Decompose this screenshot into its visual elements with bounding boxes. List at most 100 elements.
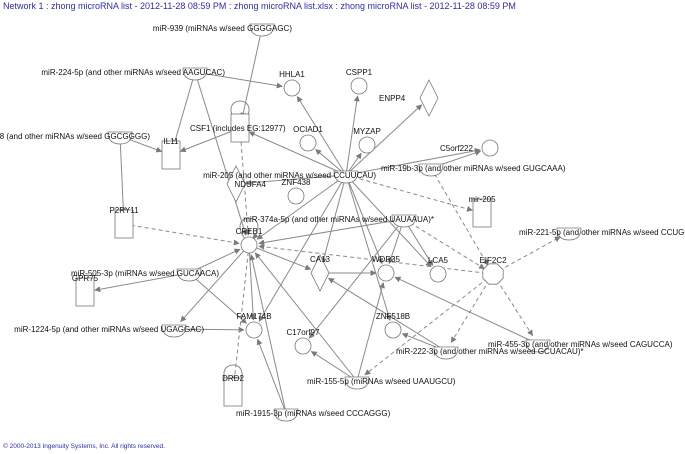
node-mir205[interactable]: miR-205 (and other miRNAs w/seed CCUUCAU… [203,170,376,184]
node-label-p2ry11: P2RY11 [109,206,139,215]
edge-mir205-creb1 [256,174,347,240]
node-label-mir205: miR-205 (and other miRNAs w/seed CCUUCAU… [203,171,376,180]
node-mir19b[interactable]: miR-19b-3p (and other miRNAs w/seed GUGC… [381,163,566,177]
node-shape-mir155 [344,376,370,390]
edge-mir205-enpp4 [345,104,423,176]
node-shape-mir374 [391,214,417,228]
edge-eif2c2-mir222 [450,273,494,343]
node-shape-eif2c2 [482,263,504,285]
node-ndufa4[interactable]: NDUFA4 [226,165,267,203]
edge-mir374-eif2c2 [403,218,486,270]
node-mir224[interactable]: miR-224-5p (and other miRNAs w/seed AAGU… [41,67,225,81]
edge-mir155-c17orf97 [310,351,358,382]
node-label-mir222: miR-222-3p (and other miRNAs w/seed GCUA… [396,347,584,356]
node-mir155[interactable]: miR-155-5p (miRNAs w/seed UAAUGCU) [307,376,456,390]
edge-mir224-il11 [172,71,196,146]
node-shape-ociad1 [299,134,317,152]
edge-mir205-c5orf22 [345,147,481,176]
node-c5orf22[interactable]: C5orf222 [440,139,499,157]
node-label-eif2c2: EIF2C2 [479,256,507,265]
edge-mir205-ca13 [321,174,347,264]
node-shape-mir1224 [161,324,187,338]
edge-csf1-il11 [179,127,241,153]
node-mir1224[interactable]: miR-1224-5p (and other miRNAs w/seed UGA… [14,324,204,338]
edge-mir505-gpr75 [94,272,190,293]
node-myzap[interactable]: MYZAP [353,127,381,154]
node-shape-znf518b [384,321,402,339]
node-csf1[interactable]: CSF1 (includes EG:12977) [190,113,286,143]
node-mir505[interactable]: miR-505-3p (miRNAs w/seed GUCAACA) [71,268,219,282]
edge-p2ry11-creb1 [123,223,240,246]
node-ociad1[interactable]: OCIAD1 [293,125,323,152]
nodes-layer: miR-939 (miRNAs w/seed GGGGAGC) miR-224-5… [0,23,685,422]
node-label-drd2: DRD2 [222,374,244,383]
node-shape-mir224 [182,67,208,81]
edge-mir1915-creb1 [249,254,287,414]
node-mir374[interactable]: miR-374a-5p (and other miRNAs w/seed UAU… [243,214,434,228]
node-cspp1[interactable]: CSPP1 [346,68,373,95]
node-shape-wdr35 [377,264,395,282]
node-eif2c2[interactable]: EIF2C2 [479,256,507,285]
node-mir939[interactable]: miR-939 (miRNAs w/seed GGGGAGC) [153,23,292,37]
node-label-mir1915: miR-1915-3p (miRNAs w/seed CCCAGGG) [236,409,391,418]
node-il11[interactable]: IL11 [161,137,181,170]
node-mir1908[interactable]: miR-1908 (and other miRNAs w/seed GGCGGG… [0,131,150,145]
node-shape-c5orf22 [481,139,499,157]
node-mir455[interactable]: miR-455-3p (and other miRNAs w/seed CAGU… [488,339,673,353]
edge-mir374-c17orf97 [308,218,405,339]
edge-eif2c2-creb1 [258,243,494,275]
network-title: Network 1 : zhong microRNA list - 2012-1… [3,1,516,11]
node-mir221[interactable]: miR-221-5p (and other miRNAs w/seed CCUG… [519,227,685,241]
node-drd2[interactable]: DRD2 [222,374,244,407]
node-gpr75[interactable]: GPR75 [72,274,99,307]
edge-eif2c2-mir221 [492,236,561,275]
edge-mir1915-fam174b [256,338,287,414]
node-shape-cspp1 [350,77,368,95]
node-label-mir221: miR-221-5p (and other miRNAs w/seed CCUG… [519,228,685,237]
node-shape-myzap [358,136,376,154]
node-label-mir155: miR-155-5p (miRNAs w/seed UAAUGCU) [307,377,456,386]
node-znf518b[interactable]: ZNF518B [376,312,410,339]
node-label-mir1908: miR-1908 (and other miRNAs w/seed GGCGGG… [0,132,150,141]
node-label-znf518b: ZNF518B [376,312,410,321]
node-wdr35[interactable]: WDR35 [372,255,401,282]
edge-creb1-mir1224 [180,244,250,322]
node-label-lca5: LCA5 [428,256,449,265]
node-shape-fam174b [245,321,263,339]
node-enpp4[interactable]: ENPP4 [379,79,439,117]
node-mir222[interactable]: miR-222-3p (and other miRNAs w/seed GCUA… [396,346,584,360]
node-shape-mir205 [333,170,359,184]
node-label-hhla1: HHLA1 [279,70,305,79]
node-mir205b[interactable]: mir-205 [468,195,496,228]
node-label-myzap: MYZAP [353,127,381,136]
node-shape-mir1915 [273,408,299,422]
node-shape-mir505 [176,268,202,282]
edge-mir19b-eif2c2 [430,167,489,266]
node-label-mir939: miR-939 (miRNAs w/seed GGGGAGC) [153,24,292,33]
edge-mir222-ca13 [327,277,447,352]
node-hhla1[interactable]: HHLA1 [279,70,305,97]
node-label-mir455: miR-455-3p (and other miRNAs w/seed CAGU… [488,340,673,349]
node-label-ndufa4: NDUFA4 [234,180,266,189]
node-shape-hhla1 [283,79,301,97]
node-ca13[interactable]: CA13 [310,254,331,292]
edge-mir205-fam174b [258,174,347,322]
node-label-mir1224: miR-1224-5p (and other miRNAs w/seed UGA… [14,325,204,334]
edge-mir205-csf1 [248,131,347,176]
node-label-mir224: miR-224-5p (and other miRNAs w/seed AAGU… [41,68,225,77]
node-label-csf1: CSF1 (includes EG:12977) [190,124,286,133]
node-fam174b[interactable]: FAM174B [236,312,272,339]
node-mir1915[interactable]: miR-1915-3p (miRNAs w/seed CCCAGGG) [236,408,391,422]
edge-eif2c2-mir455 [492,273,534,337]
node-creb1[interactable]: CREB1 [236,227,263,254]
node-p2ry11[interactable]: P2RY11 [109,206,139,239]
edge-eif2c2-mir155 [364,273,494,376]
node-c17orf97[interactable]: C17orf97 [287,328,320,355]
edge-mir224-hhla1 [194,71,283,89]
edges-layer [94,27,561,414]
node-znf438[interactable]: ZNF438 [282,178,311,205]
node-label-znf438: ZNF438 [282,178,311,187]
node-lca5[interactable]: LCA5 [428,256,449,283]
node-shape-ndufa4 [226,165,246,203]
